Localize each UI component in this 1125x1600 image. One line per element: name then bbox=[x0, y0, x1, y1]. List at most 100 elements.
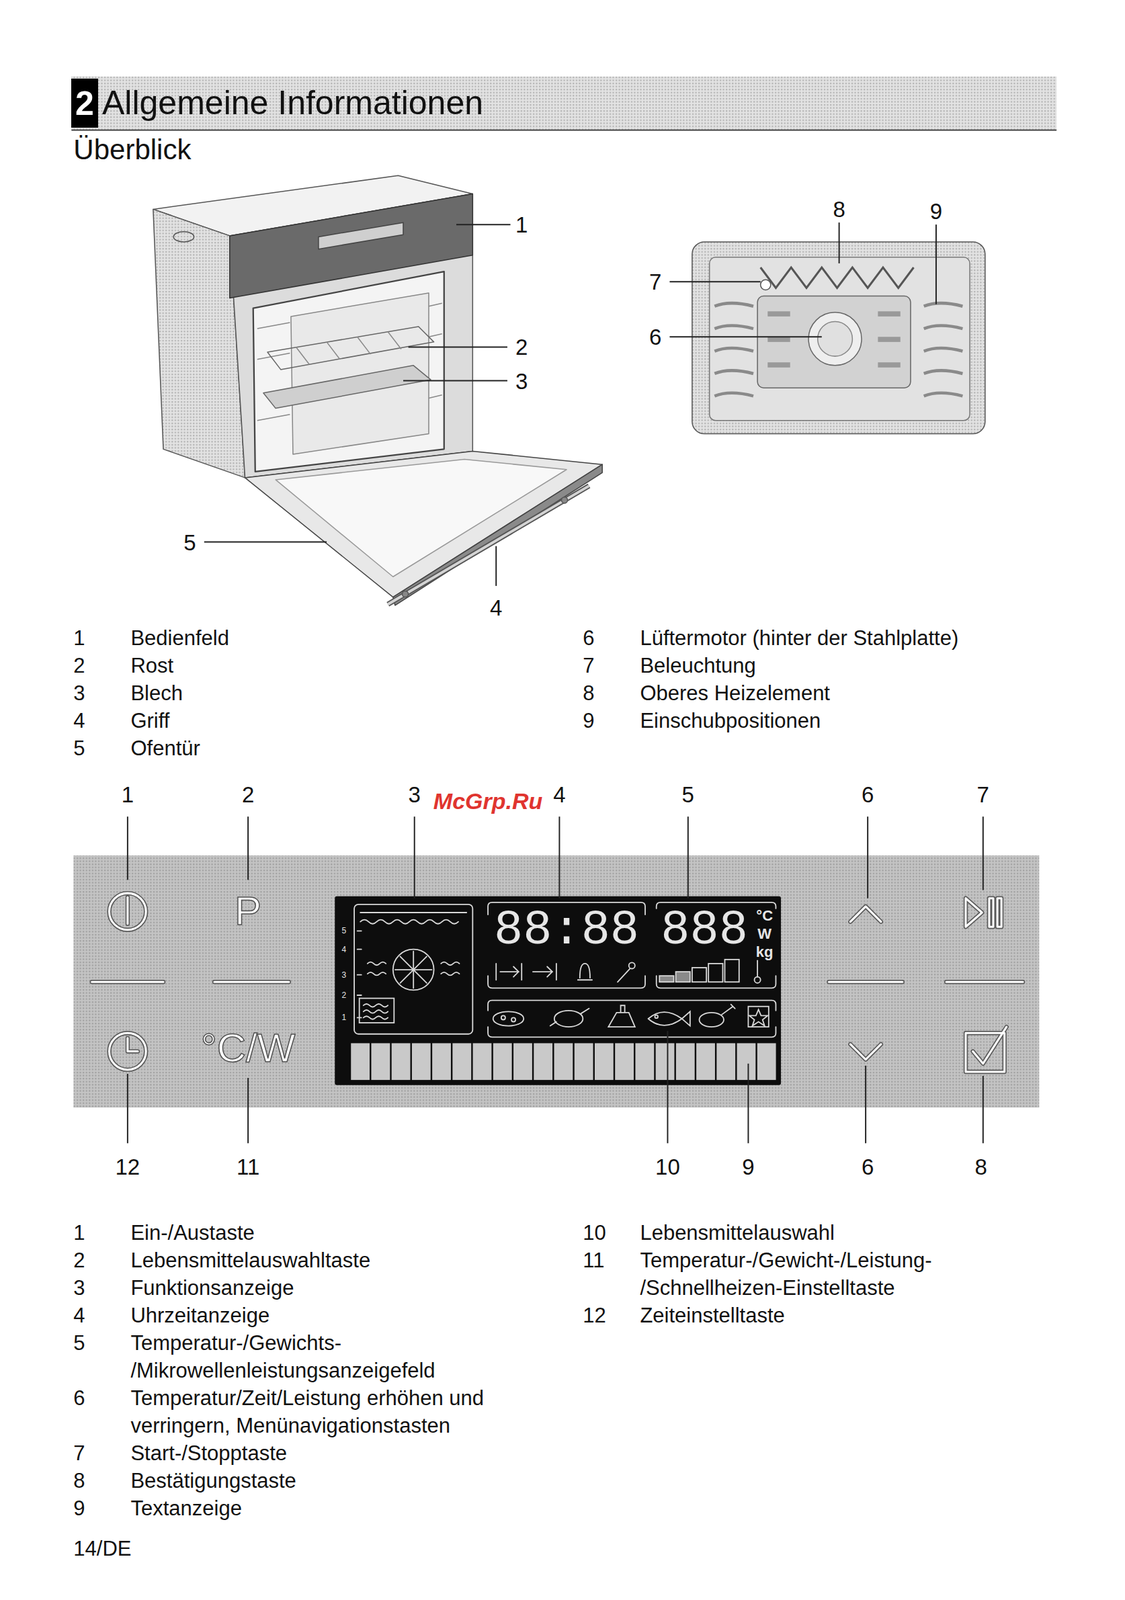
lcd-display-art bbox=[532, 971, 553, 973]
lcd-display-art bbox=[511, 1017, 516, 1022]
text-display-cell bbox=[350, 1043, 776, 1080]
panel-button-icon bbox=[109, 1032, 147, 1070]
lcd-display-art bbox=[501, 1015, 506, 1020]
callout-number: 8 bbox=[832, 198, 845, 221]
oven-interior-illustration bbox=[760, 279, 771, 290]
button-label: °C/W bbox=[200, 1028, 296, 1069]
oven-interior-illustration bbox=[817, 321, 853, 357]
callout-number: 9 bbox=[741, 1155, 755, 1179]
panel-button-icon bbox=[850, 906, 882, 923]
oven-interior-illustration bbox=[924, 370, 964, 374]
lcd-display-art bbox=[393, 949, 435, 991]
oven-illustration bbox=[561, 497, 568, 504]
panel-button-icon bbox=[965, 898, 982, 928]
callout-number: 2 bbox=[241, 782, 255, 806]
subheading: Überblick bbox=[73, 135, 191, 164]
callout-number: 1 bbox=[515, 213, 528, 236]
leader-line bbox=[127, 1073, 129, 1144]
oven-interior-illustration bbox=[877, 311, 900, 317]
unit-symbol: kg bbox=[756, 944, 774, 960]
oven-interior-illustration bbox=[760, 267, 914, 288]
lcd-display-art bbox=[724, 959, 739, 982]
oven-illustration bbox=[387, 485, 589, 605]
legend-number: 4 bbox=[73, 1301, 85, 1330]
leader-line bbox=[687, 816, 689, 899]
leader-line bbox=[669, 336, 822, 338]
legend-number: 9 bbox=[582, 706, 595, 735]
legend-text: Lebensmittelauswahl bbox=[639, 1219, 1044, 1247]
control-panel-art bbox=[73, 855, 1039, 1108]
callout-number: 6 bbox=[861, 782, 874, 806]
oven-illustration bbox=[428, 303, 443, 307]
text-display-cell bbox=[696, 1043, 716, 1080]
legend-text: Blech bbox=[130, 679, 548, 707]
lcd-display-art bbox=[554, 1010, 584, 1027]
callout-number: 3 bbox=[515, 369, 528, 392]
legend-number: 6 bbox=[73, 1384, 85, 1412]
legend-number: 8 bbox=[73, 1467, 85, 1495]
oven-illustration bbox=[296, 346, 310, 365]
leader-line bbox=[864, 1065, 867, 1144]
oven-interior-illustration bbox=[714, 370, 754, 374]
page-art bbox=[71, 76, 1057, 1144]
oven-interior-illustration bbox=[924, 348, 964, 352]
callout-number: 10 bbox=[655, 1155, 681, 1179]
lcd-display-art bbox=[648, 1011, 691, 1026]
oven-illustration bbox=[153, 175, 603, 605]
text-display-cell bbox=[493, 1043, 513, 1080]
legend-text: Bestätigungstaste bbox=[130, 1467, 548, 1495]
lcd-display-art bbox=[747, 1006, 769, 1027]
leader-line bbox=[127, 816, 129, 880]
lcd-display-art bbox=[360, 911, 467, 914]
lcd-display-art bbox=[692, 967, 707, 982]
oven-illustration bbox=[357, 336, 371, 355]
text-display-cell bbox=[533, 1043, 553, 1080]
lcd-display-art bbox=[399, 956, 427, 983]
panel-button-icon bbox=[989, 898, 994, 928]
oven-interior-illustration bbox=[714, 348, 754, 352]
watermark: McGrp.Ru bbox=[433, 789, 543, 813]
text-display-cell bbox=[716, 1043, 736, 1080]
callout-number: 3 bbox=[408, 782, 421, 806]
text-display-cell bbox=[554, 1043, 574, 1080]
lcd-display-art bbox=[357, 948, 362, 951]
panel-button-icon bbox=[850, 1044, 882, 1060]
panel-button-icon bbox=[828, 981, 902, 984]
lcd-display-art bbox=[487, 1026, 776, 1037]
text-display-cell bbox=[370, 1043, 390, 1080]
lcd-display-art bbox=[520, 963, 523, 980]
legend-number: 2 bbox=[73, 651, 85, 680]
lcd-display-art bbox=[555, 963, 558, 980]
leader-line bbox=[204, 541, 327, 544]
legend-number: 9 bbox=[73, 1494, 85, 1523]
callout-number: 11 bbox=[236, 1155, 260, 1179]
oven-illustration bbox=[173, 231, 194, 242]
oven-illustration bbox=[263, 365, 431, 409]
oven-interior-illustration bbox=[808, 312, 862, 366]
text-display-cell bbox=[655, 1043, 675, 1080]
oven-illustration bbox=[253, 271, 445, 472]
legend-number: 1 bbox=[73, 1219, 85, 1247]
oven-illustration bbox=[428, 395, 443, 399]
leader-line bbox=[456, 223, 511, 226]
oven-illustration bbox=[257, 322, 291, 329]
section-number-box: 2 bbox=[71, 78, 99, 128]
legend-text: Textanzeige bbox=[130, 1494, 548, 1523]
oven-interior-illustration bbox=[767, 311, 790, 317]
shelf-number: 2 bbox=[342, 991, 347, 1000]
lcd-display-art bbox=[676, 971, 691, 982]
text-display-cell bbox=[452, 1043, 472, 1080]
lcd-display-art bbox=[493, 1011, 525, 1026]
callout-number: 12 bbox=[115, 1155, 141, 1179]
legend-text: Temperatur/Zeit/Leistung erhöhen und ver… bbox=[130, 1384, 548, 1440]
lcd-display-art bbox=[547, 966, 553, 977]
callout-number: 1 bbox=[121, 782, 134, 806]
lcd-display-art bbox=[550, 1008, 590, 1027]
control-panel-art bbox=[73, 855, 1039, 1108]
lcd-display-art bbox=[659, 975, 674, 982]
lcd-display-art bbox=[608, 1005, 635, 1027]
unit-symbol: °C bbox=[756, 908, 773, 924]
oven-interior-illustration bbox=[714, 393, 754, 397]
leader-line bbox=[403, 380, 508, 382]
panel-button-icon bbox=[92, 981, 164, 984]
